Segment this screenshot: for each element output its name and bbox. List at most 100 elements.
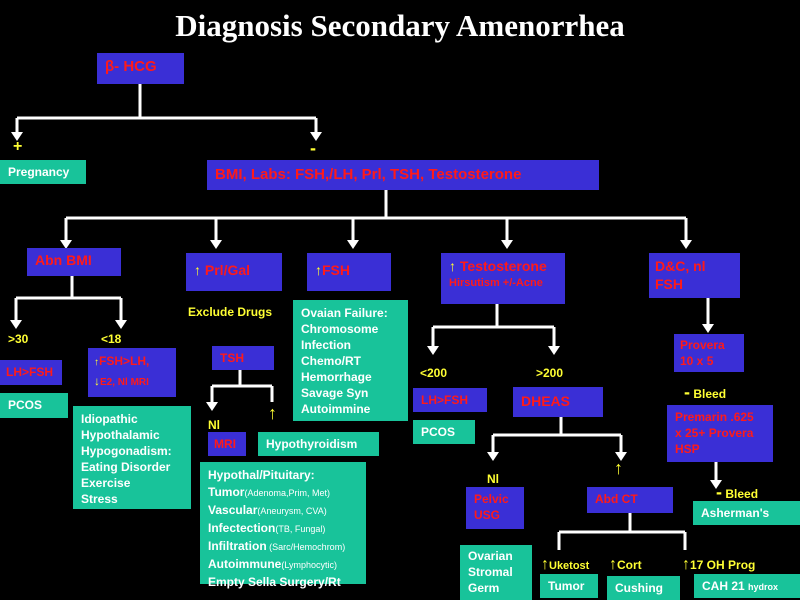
hypothal-detail: (Adenoma,Prim, Met): [244, 488, 330, 498]
cort-text: Cort: [617, 558, 642, 572]
nl-label-1: Nl: [208, 418, 220, 432]
minus-sign: -: [684, 382, 690, 402]
minus-sign: -: [716, 482, 722, 502]
dc-nl-fsh-box: D&C, nl FSH: [649, 253, 740, 298]
arrow-up-icon: ↑: [614, 458, 623, 478]
lh-fsh-box-2: LH>FSH: [413, 388, 487, 412]
idiopathic-line: Hypogonadism:: [81, 444, 172, 458]
hypothal-line: Hypothal/Pituitary:: [208, 468, 315, 482]
arrow-up-icon: ↑: [609, 556, 617, 573]
ovarian-failure-line: Hemorrhage: [301, 370, 372, 384]
hypothal-box: Hypothal/Pituitary: Tumor(Adenoma,Prim, …: [200, 462, 366, 589]
idiopathic-line: Idiopathic: [81, 412, 138, 426]
minus-sign: -: [310, 138, 316, 158]
tumor-box: Tumor: [540, 574, 598, 598]
hypothal-detail: (Sarc/Hemochrom): [266, 542, 346, 552]
hypothal-detail: (TB, Fungal): [275, 524, 326, 534]
ovarian-failure-line: Savage Syn: [301, 386, 369, 400]
oh-prog-text: 17 OH Prog: [690, 558, 756, 572]
cah-small-label: hydrox: [748, 582, 779, 592]
provera-label: Provera: [680, 338, 725, 352]
provera-dose-label: 10 x 5: [680, 354, 714, 368]
dc-nl-label: D&C, nl: [655, 258, 706, 274]
cah-label: CAH 21: [702, 579, 745, 593]
arrow-up-icon: ↑: [682, 556, 690, 573]
hypothal-line: Vascular: [208, 503, 258, 517]
idiopathic-box: Idiopathic Hypothalamic Hypogonadism: Ea…: [73, 406, 191, 509]
nl-label-2: Nl: [487, 472, 499, 486]
abd-ct-box: Abd CT: [587, 487, 673, 513]
hcg-box: β- HCG: [97, 53, 184, 84]
fsh-label: FSH: [322, 262, 350, 278]
asherman-box: Asherman's: [693, 501, 800, 525]
exclude-drugs-label: Exclude Drugs: [188, 305, 273, 319]
pelvic-usg-box: Pelvic USG: [466, 487, 524, 529]
lt200-label: <200: [420, 366, 448, 380]
page-title: Diagnosis Secondary Amenorrhea: [175, 8, 625, 43]
gt30-label: >30: [8, 332, 29, 346]
bleed-label-2: - Bleed: [716, 482, 758, 503]
hypothal-line: Tumor: [208, 485, 245, 499]
arrow-up-icon: ↑: [268, 403, 277, 423]
tsh-box: TSH: [212, 346, 274, 370]
arrow-up-icon: ↑: [94, 357, 99, 368]
hirsutism-label: Hirsutism +/-Acne: [449, 277, 543, 289]
idiopathic-line: Hypothalamic: [81, 428, 160, 442]
plus-sign: +: [13, 138, 23, 155]
ovarian-failure-box: Ovaian Failure: Chromosome Infection Che…: [293, 300, 408, 421]
premarin-line: HSP: [675, 442, 700, 456]
bleed-text: Bleed: [693, 387, 727, 401]
uketost-label: ↑Uketost: [541, 556, 589, 574]
fsh-label-2: FSH: [655, 276, 683, 292]
cort-label: ↑Cort: [609, 556, 642, 574]
ovarian-stromal-box: Ovarian Stromal Germ: [460, 545, 532, 600]
prl-gal-label: Prl/Gal: [204, 262, 251, 278]
e2-mri-label: E2, Nl MRI: [100, 377, 149, 388]
ovarian-failure-line: Ovaian Failure:: [301, 306, 388, 320]
arrow-up-icon: ↑: [194, 262, 201, 278]
oh-prog-label: ↑17 OH Prog: [682, 556, 755, 574]
hypothal-detail: (Aneurysm, CVA): [257, 506, 327, 516]
gt200-label: >200: [536, 366, 564, 380]
premarin-line: x 25+ Provera: [675, 426, 754, 440]
abn-bmi-box: Abn BMI: [27, 248, 121, 276]
bleed-label-1: - Bleed: [684, 382, 726, 403]
ovarian-stromal-line: Ovarian: [468, 549, 513, 563]
ovarian-stromal-line: Germ: [468, 581, 500, 595]
arrow-up-icon: ↑: [449, 258, 456, 274]
hypothal-line: Autoimmune: [208, 557, 282, 571]
idiopathic-line: Stress: [81, 492, 118, 506]
idiopathic-line: Exercise: [81, 476, 131, 490]
fsh-lh-box: ↑FSH>LH, ↓E2, Nl MRI: [88, 348, 176, 397]
hypothal-line: Empty Sella Surgery/Rt: [208, 575, 341, 589]
cushing-box: Cushing: [607, 576, 680, 600]
hypothal-line: Infiltration: [208, 539, 267, 553]
pcos-box-1: PCOS: [0, 393, 68, 418]
hypothal-line: Infectection: [208, 521, 276, 535]
uketost-text: Uketost: [549, 560, 590, 572]
idiopathic-line: Eating Disorder: [81, 460, 171, 474]
prl-gal-box: ↑ Prl/Gal: [186, 253, 282, 291]
testosterone-box: ↑ Testosterone Hirsutism +/-Acne: [441, 253, 565, 304]
mri-box: MRI: [208, 432, 246, 456]
provera-box: Provera 10 x 5: [674, 334, 744, 372]
lh-fsh-box-1: LH>FSH: [0, 360, 62, 385]
pregnancy-box: Pregnancy: [0, 160, 86, 184]
testosterone-label: Testosterone: [459, 258, 547, 274]
pcos-box-2: PCOS: [413, 420, 475, 444]
arrow-up-icon: ↑: [541, 556, 549, 573]
ovarian-stromal-line: Stromal: [468, 565, 513, 579]
hypothal-detail: (Lymphocytic): [281, 560, 338, 570]
arrow-down-icon: ↓: [94, 374, 100, 388]
usg-label: USG: [474, 508, 501, 522]
ovarian-failure-line: Chromosome: [301, 322, 379, 336]
fsh-lh-label: FSH>LH,: [99, 354, 150, 368]
fsh-box: ↑FSH: [307, 253, 391, 291]
ovarian-failure-line: Infection: [301, 338, 351, 352]
hypothyroidism-box: Hypothyroidism: [258, 432, 379, 456]
dheas-box: DHEAS: [513, 387, 603, 417]
arrow-up-icon: ↑: [315, 262, 322, 278]
labs-box: BMI, Labs: FSH,/LH, Prl, TSH, Testostero…: [207, 160, 599, 190]
premarin-line: Premarin .625: [675, 410, 754, 424]
